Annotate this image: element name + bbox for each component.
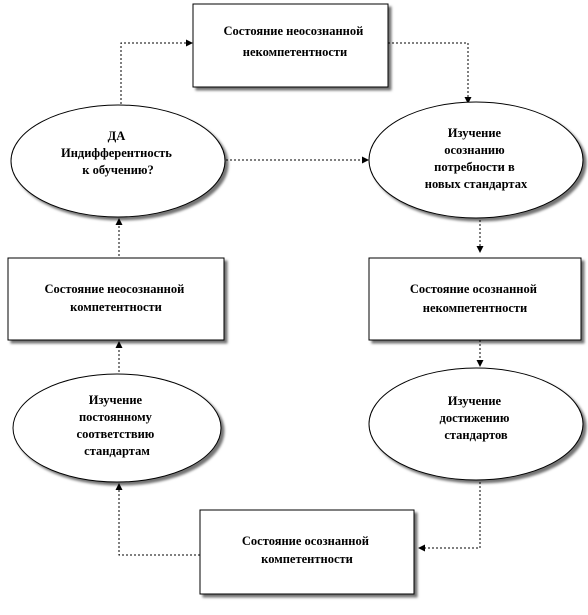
edge-unconscious-incompetence-to-learning-need <box>388 42 469 97</box>
node-learning-standards: Изучение достижению стандартов <box>368 367 584 481</box>
edge-indifference-to-unconscious-incompetence <box>120 42 186 108</box>
node-conscious-competence-box <box>199 509 415 595</box>
node-learning-need-label: Изучение осознанию потребности в новых с… <box>425 126 528 191</box>
node-learning-need: Изучение осознанию потребности в новых с… <box>368 101 584 219</box>
arrowhead <box>418 544 425 552</box>
edge-conscious-competence-to-constant-compliance <box>118 490 200 556</box>
arrowhead <box>115 218 123 225</box>
node-indifference-question-ellipse <box>10 104 226 218</box>
node-conscious-incompetence-label: Состояние осознанной некомпетентности <box>410 282 540 315</box>
node-unconscious-incompetence: Состояние неосознанной некомпетентности <box>192 3 389 88</box>
node-unconscious-incompetence-label: Состояние неосознанной некомпетентности <box>224 24 367 59</box>
arrowhead <box>464 97 472 104</box>
arrowhead <box>186 39 193 47</box>
node-learning-standards-label: Изучение достижению стандартов <box>440 394 513 442</box>
node-learning-need-ellipse <box>368 101 584 219</box>
node-conscious-competence-label: Состояние осознанной компетентности <box>242 534 372 566</box>
node-unconscious-competence: Состояние неосознанной компетентности <box>7 257 225 341</box>
arrowhead <box>115 341 123 348</box>
nodes-layer: Состояние неосознанной некомпетентности … <box>7 3 584 595</box>
node-unconscious-competence-box <box>7 257 225 341</box>
node-constant-compliance-ellipse <box>12 373 222 483</box>
node-unconscious-competence-label: Состояние неосознанной компетентности <box>45 282 188 314</box>
node-indifference-question: ДА Индифферентность к обучению? <box>10 104 226 218</box>
edges-layer <box>115 39 484 556</box>
node-conscious-incompetence: Состояние осознанной некомпетентности <box>368 257 582 341</box>
node-conscious-incompetence-box <box>368 257 582 341</box>
node-learning-standards-ellipse <box>368 367 584 481</box>
edge-learning-standards-to-conscious-competence <box>425 482 481 549</box>
arrowhead <box>476 360 484 367</box>
arrowhead <box>362 156 369 164</box>
arrowhead <box>476 246 484 253</box>
node-constant-compliance: Изучение постоянному соответствию станда… <box>12 373 222 483</box>
node-unconscious-incompetence-box <box>192 3 389 88</box>
node-constant-compliance-label: Изучение постоянному соответствию станда… <box>77 393 158 458</box>
node-conscious-competence: Состояние осознанной компетентности <box>199 509 415 595</box>
node-indifference-question-label: ДА Индифферентность к обучению? <box>61 129 175 177</box>
arrowhead <box>115 483 123 490</box>
